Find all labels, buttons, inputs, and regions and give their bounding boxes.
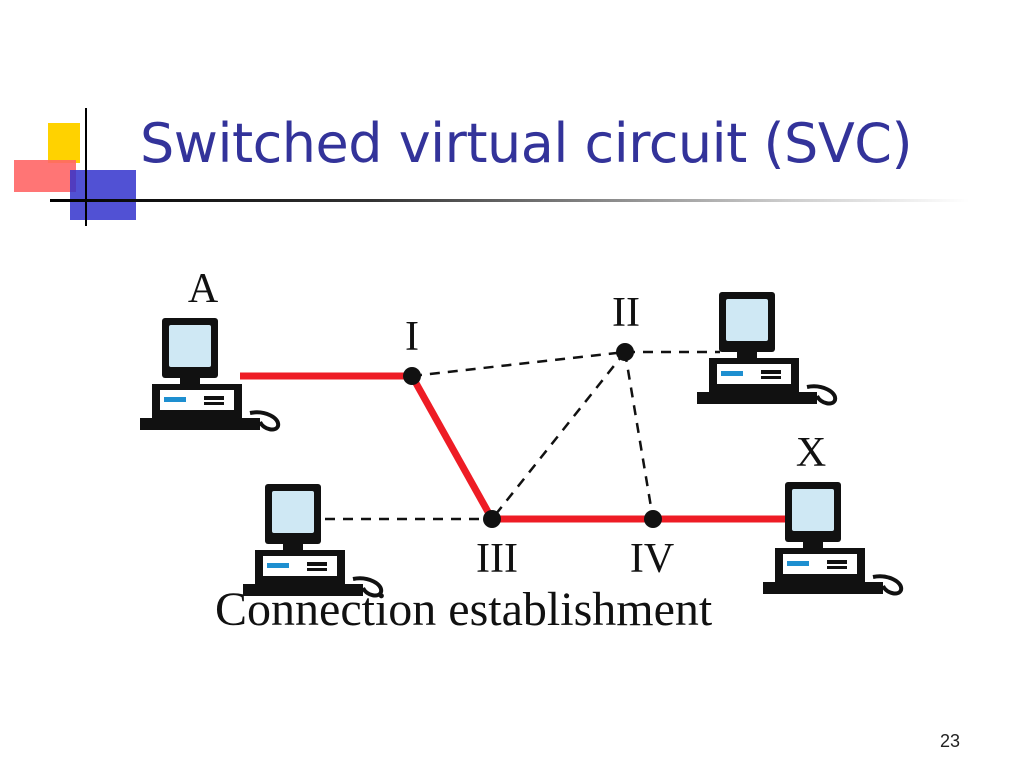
link-ii-iii bbox=[491, 351, 626, 520]
host-label-a: A bbox=[188, 266, 219, 312]
computer-icon-bottom-left bbox=[241, 482, 384, 598]
switch-label-iv: IV bbox=[630, 536, 674, 582]
host-label-x: X bbox=[796, 430, 826, 476]
slide-title: Switched virtual circuit (SVC) bbox=[140, 112, 913, 175]
switch-label-iii: III bbox=[476, 536, 518, 582]
computer-icon-top-right bbox=[695, 290, 838, 406]
title-underline bbox=[50, 199, 970, 202]
diagram-caption: Connection establishment bbox=[215, 583, 713, 636]
switch-node-iii bbox=[483, 510, 501, 528]
page-number: 23 bbox=[940, 731, 961, 751]
switch-label-ii: II bbox=[612, 290, 640, 336]
switch-node-iv bbox=[644, 510, 662, 528]
link-i-ii bbox=[411, 350, 626, 378]
link-ii-iv bbox=[623, 351, 655, 520]
decoration-red-square bbox=[14, 160, 76, 192]
title-decoration bbox=[14, 108, 136, 226]
decoration-yellow-square bbox=[48, 123, 80, 163]
computer-icon-x bbox=[761, 480, 904, 596]
switch-node-i bbox=[403, 367, 421, 385]
switch-node-ii bbox=[616, 343, 634, 361]
switch-label-i: I bbox=[405, 314, 419, 360]
circuit-segment-i-iii bbox=[408, 374, 496, 521]
decoration-blue-square bbox=[70, 170, 136, 220]
